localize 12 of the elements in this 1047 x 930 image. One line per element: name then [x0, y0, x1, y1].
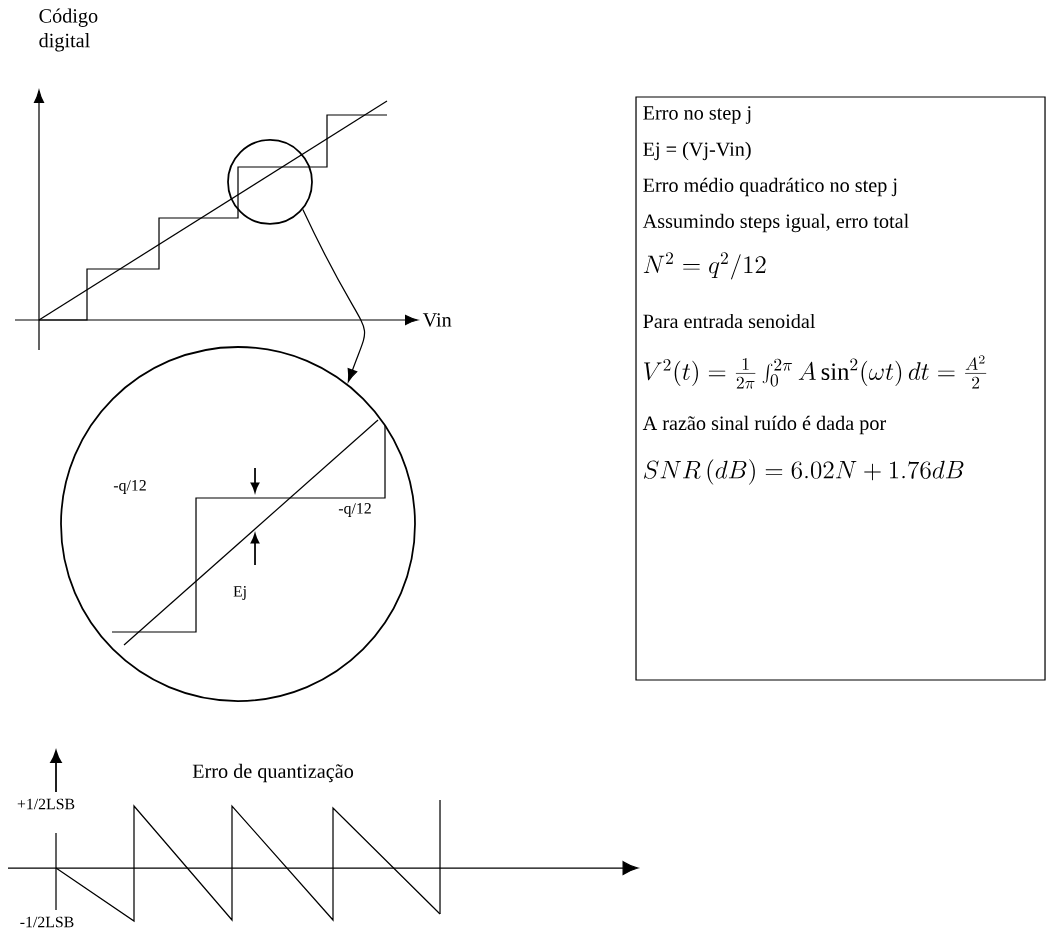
- magnifier-circle: [227, 139, 313, 225]
- axis-label: Código digital: [39, 8, 98, 52]
- magnifier-circle: [60, 346, 416, 702]
- step-label: -q/12: [338, 503, 371, 517]
- error-label: Ej: [233, 586, 246, 600]
- plot-title: Erro de quantização: [192, 763, 354, 783]
- level-label: -1/2LSB: [20, 916, 74, 928]
- step-label: -q/12: [113, 480, 146, 494]
- text-box: Erro no step j Ej = (Vj-Vin) Erro médio quadrático no step j Assumindo steps igual, erro total $N^{2}=q^{2}/12$ Para entrada senoidal $V^{2}(t)=\frac{1}{2\pi}\int_{0}^{2\pi}A\sin^{2}(\omega t)\,dt=\frac{A^{2}}{2}$ A razão sinal ruído é dada por $SNR\,(dB)=6.02N+1.76dB$: [635, 96, 1046, 681]
- axis-label: Vin: [422, 313, 452, 327]
- curved-arrow: [302, 208, 366, 382]
- level-label: +1/2LSB: [17, 798, 75, 810]
